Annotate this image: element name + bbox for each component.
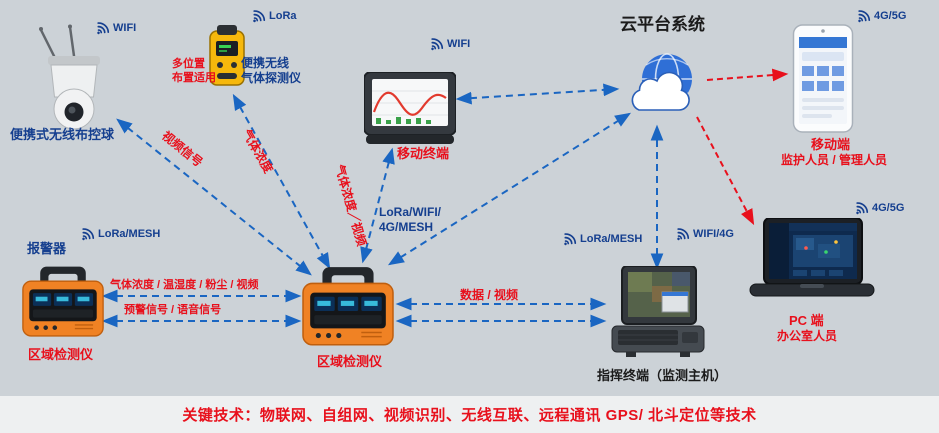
link-label-warning: 预警信号 / 语音信号 [124,304,222,316]
area-detector-illustration [302,267,394,346]
tablet-connection-label: WIFI [428,38,470,52]
camera-label: 便携式无线布控球 [10,127,115,142]
key-technology-text: 关键技术：物联网、自组网、视频识别、无线互联、远程通讯 GPS/ 北斗定位等技术 [182,407,757,424]
cloud-globe-icon [631,53,692,111]
link-cloud-pc [696,116,755,226]
gas-conn-text: LoRa [269,10,297,22]
cloud-platform-title: 云平台系统 [620,15,705,34]
phone-sublabel: 监护人员 / 管理人员 [781,153,888,167]
command-terminal-label: 指挥终端（监测主机） [597,368,728,383]
camera-connection-label: WIFI [94,22,136,36]
terminal-conn-right-text: WIFI/4G [693,228,734,240]
wireless-ball-camera [36,24,120,137]
portable-gas-detector-device [205,24,249,93]
link-label-sensor-data: 气体浓度 / 温湿度 / 粉尘 / 视频 [110,279,259,291]
area-detector-illustration [22,266,104,337]
tablet-conn-text: WIFI [447,38,471,50]
alarm-connection-label: LoRa/MESH [79,228,160,242]
left-area-detector-device [22,264,104,349]
link-label-data-video: 数据 / 视频 [460,288,519,302]
link-tablet-cloud [455,83,620,105]
cloud-platform-graphic [623,52,703,123]
phone-illustration [792,24,854,133]
terminal-wifi-connection-label: WIFI/4G [674,228,734,242]
mobile-terminal-tablet [363,71,457,151]
alarm-conn-text: LoRa/MESH [98,228,161,240]
gas-label-line1: 便携无线 [241,56,290,70]
laptop-illustration [749,217,875,297]
key-technology-bar: 关键技术：物联网、自组网、视频识别、无线互联、远程通讯 GPS/ 北斗定位等技术 [0,396,939,433]
left-detector-label: 区域检测仪 [28,347,94,362]
gas-detector-illustration [209,25,245,86]
pc-label: PC 端 [789,313,824,328]
alarm-label: 报警器 [27,241,67,256]
blue-links [101,83,664,328]
gas-detector-note: 多位置 布置适用 [172,58,216,86]
camera-illustration [39,24,100,130]
red-links [696,68,789,226]
gas-note-line2: 布置适用 [172,71,216,84]
command-terminal-device [606,265,710,369]
uplink-line1: LoRa/WIFI/ [379,205,441,219]
gas-detector-label: 便携无线 气体探测仪 [241,56,301,86]
gas-label-line2: 气体探测仪 [241,71,302,85]
link-label-uplink: LoRa/WIFI/ 4G/MESH [379,205,441,235]
phone-label: 移动端 [811,137,851,152]
tablet-illustration [363,71,457,144]
terminal-conn-left-text: LoRa/MESH [580,233,643,245]
office-pc-device [748,217,876,319]
tablet-label: 移动终端 [397,146,450,161]
phone-conn-text: 4G/5G [874,10,907,22]
camera-conn-text: WIFI [113,22,137,34]
center-detector-label: 区域检测仪 [317,354,383,369]
terminal-lora-connection-label: LoRa/MESH [561,233,642,247]
pc-connection-label: 4G/5G [853,202,904,216]
phone-connection-label: 4G/5G [855,10,906,24]
rugged-laptop-illustration [611,265,705,357]
link-camera-center-detector [116,118,312,276]
gas-note-line1: 多位置 [172,58,205,70]
uplink-line2: 4G/MESH [379,220,434,234]
link-cloud-phone [706,68,789,82]
center-area-detector-device [302,266,394,357]
gas-detector-connection-label: LoRa [250,10,297,24]
mobile-phone-device [792,24,854,139]
link-gasdetector-center-detector [232,93,331,270]
pc-conn-text: 4G/5G [872,202,905,214]
pc-sublabel: 办公室人员 [777,329,838,343]
